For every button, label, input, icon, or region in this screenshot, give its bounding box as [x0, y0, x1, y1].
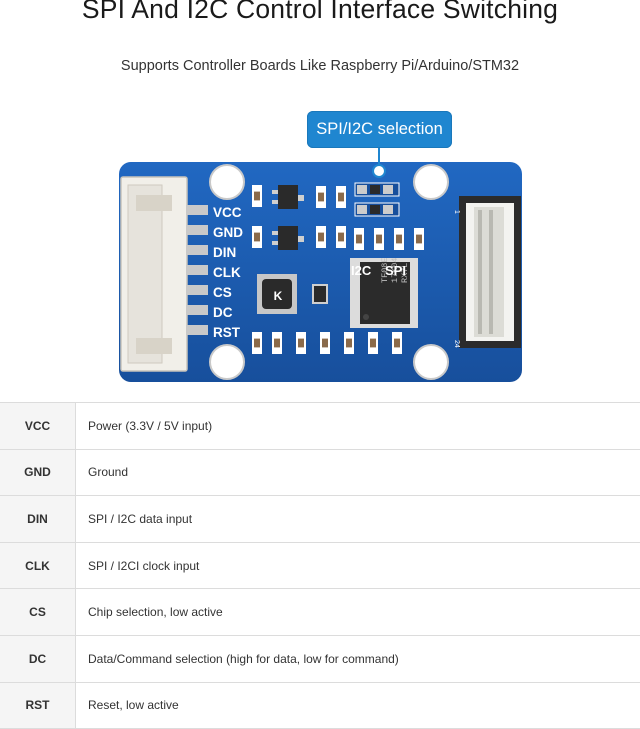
mounting-hole	[414, 345, 448, 379]
pin-name-cell: GND	[0, 449, 76, 496]
spi-silkscreen-label: SPI	[385, 263, 406, 278]
smd-resistor	[316, 226, 326, 248]
fpc-pin-last-label: 24	[453, 340, 460, 348]
pin-name-cell: DIN	[0, 496, 76, 543]
pin-description-cell: Power (3.3V / 5V input)	[76, 403, 640, 450]
mounting-hole	[414, 165, 448, 199]
smd-resistor	[252, 185, 262, 207]
inductor-marking: K	[274, 289, 283, 303]
smd-resistor	[296, 332, 306, 354]
pin-name-cell: CS	[0, 589, 76, 636]
pin-label-gnd: GND	[213, 225, 243, 240]
smd-resistor	[374, 228, 384, 250]
pin-description-cell: Data/Command selection (high for data, l…	[76, 635, 640, 682]
mounting-hole	[210, 165, 244, 199]
pin-label-cs: CS	[213, 285, 232, 300]
smd-resistor	[414, 228, 424, 250]
smd-resistor	[394, 228, 404, 250]
diode	[313, 285, 327, 303]
pin-description-cell: SPI / I2CI clock input	[76, 542, 640, 589]
i2c-silkscreen-label: I2C	[351, 263, 371, 278]
pin-label-din: DIN	[213, 245, 236, 260]
smd-resistor	[316, 186, 326, 208]
smd-resistor	[336, 186, 346, 208]
callout-leader-dot	[372, 164, 386, 178]
smd-resistor	[336, 226, 346, 248]
smd-resistor	[344, 332, 354, 354]
pin-label-rst: RST	[213, 325, 240, 340]
page-title: SPI And I2C Control Interface Switching	[0, 0, 640, 25]
fpc-pin-1-label: 1	[453, 210, 460, 214]
pin-label-clk: CLK	[213, 265, 241, 280]
smd-resistor	[252, 226, 262, 248]
smd-resistor	[272, 332, 282, 354]
page-subtitle: Supports Controller Boards Like Raspberr…	[0, 58, 640, 74]
pin-name-cell: RST	[0, 682, 76, 729]
pin-name-cell: DC	[0, 635, 76, 682]
pin-name-cell: VCC	[0, 403, 76, 450]
pin-label-dc: DC	[213, 305, 233, 320]
smd-resistor	[354, 228, 364, 250]
mounting-hole	[210, 345, 244, 379]
pin-description-cell: Reset, low active	[76, 682, 640, 729]
pin-description-cell: SPI / I2C data input	[76, 496, 640, 543]
smd-resistor	[320, 332, 330, 354]
pin-label-vcc: VCC	[213, 205, 242, 220]
smd-resistor	[368, 332, 378, 354]
smd-resistor	[252, 332, 262, 354]
fpc-connector	[459, 196, 521, 348]
smd-resistor	[392, 332, 402, 354]
spi-i2c-selection-callout: SPI/I2C selection	[307, 111, 452, 148]
pin-name-cell: CLK	[0, 542, 76, 589]
pin-description-cell: Ground	[76, 449, 640, 496]
pin-description-cell: Chip selection, low active	[76, 589, 640, 636]
